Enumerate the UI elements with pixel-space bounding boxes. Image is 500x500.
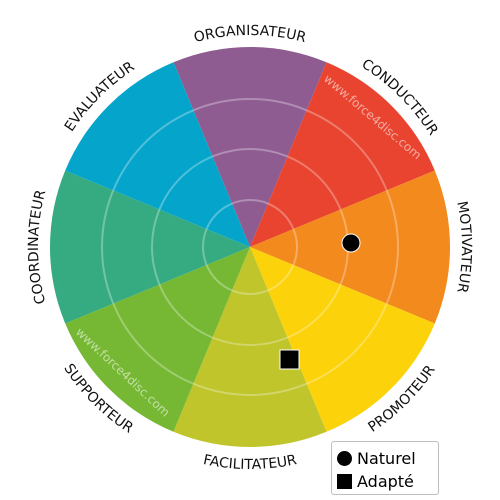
segment-facilitateur [173,247,327,447]
legend: Naturel Adapté [331,441,439,495]
segments [50,47,450,447]
label-facilitateur: FACILITATEUR [202,452,299,473]
legend-item-naturel: Naturel [337,447,438,470]
label-coordinateur: COORDINATEUR [26,188,49,306]
segment-coordinateur [50,170,251,324]
segment-evaluateur [65,62,250,248]
naturel-marker [341,233,361,253]
legend-label-adapte: Adapté [357,471,414,491]
square-marker-icon [337,474,352,489]
segment-conducteur [250,62,435,248]
segment-organisateur [173,47,327,248]
circle-marker-icon [337,451,352,466]
adapte-marker [279,349,300,370]
segment-supporteur [65,247,250,432]
legend-label-naturel: Naturel [357,448,416,468]
segment-promoteur [250,247,435,432]
label-organisateur: ORGANISATEUR [192,23,308,46]
label-motivateur: MOTIVATEUR [453,200,474,295]
ring-3 [101,98,399,396]
ring-1 [202,199,298,295]
legend-item-adapte: Adapté [337,470,438,493]
